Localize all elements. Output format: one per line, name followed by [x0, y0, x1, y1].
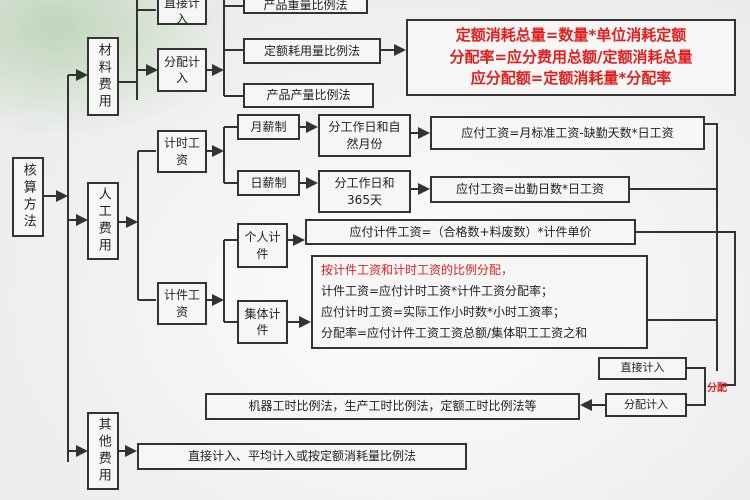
- formula-line: 应付计时工资=实际工作小时数*小时工资率；: [321, 305, 566, 319]
- monthly-basis-node: 分工作日和自然月份: [318, 114, 411, 157]
- labor-allocate-methods: 机器工时比例法，生产工时比例法，定额工时比例法等: [205, 393, 580, 420]
- formula-line: 分配率=应分费用总额/定额消耗总量: [449, 47, 693, 66]
- formula-line: 定额消耗总量=数量*单位消耗定额: [455, 25, 687, 44]
- output-ratio-method: 产品产量比例法: [243, 83, 374, 108]
- formula-line: 计件工资=应付计时工资*计件工资分配率；: [321, 284, 554, 298]
- formula-line: 按计件工资和计时工资的比例分配，: [321, 263, 514, 277]
- materials-cost-node: 材料费用: [87, 37, 119, 116]
- quota-consumption-method: 定额耗用量比例法: [243, 38, 381, 64]
- individual-piece-node: 个人计件: [237, 223, 288, 268]
- monthly-formula-node: 应付工资=月标准工资-缺勤天数*日工资: [430, 116, 705, 150]
- monthly-salary-node: 月薪制: [237, 114, 300, 140]
- materials-direct-node: 直接计入: [157, 0, 207, 26]
- labor-allocate-node: 分配计入: [605, 393, 687, 417]
- labor-direct-node: 直接计入: [598, 357, 687, 380]
- formula-line: 应分配额=定额消耗量*分配率: [470, 69, 672, 88]
- allocate-label: 分配: [707, 383, 727, 394]
- weight-ratio-method: 产品重量比例法: [243, 0, 368, 14]
- piece-wage-node: 计件工资: [157, 282, 207, 325]
- daily-basis-node: 分工作日和365天: [318, 170, 411, 213]
- root-node: 核算方法: [12, 157, 44, 237]
- other-methods-node: 直接计入、平均计入或按定额消耗量比例法: [137, 443, 467, 470]
- collective-piece-node: 集体计件: [237, 300, 288, 344]
- daily-formula-node: 应付工资=出勤日数*日工资: [430, 176, 630, 203]
- materials-allocate-node: 分配计入: [157, 48, 207, 92]
- formula-line: 分配率=应付计件工资工资总额/集体职工工资之和: [321, 326, 588, 340]
- daily-salary-node: 日薪制: [237, 170, 300, 196]
- time-wage-node: 计时工资: [157, 130, 207, 173]
- individual-formula-node: 应付计件工资=（合格数+料废数）*计件单价: [305, 219, 636, 245]
- other-cost-node: 其他费用: [87, 412, 119, 490]
- materials-formula-box: 定额消耗总量=数量*单位消耗定额 分配率=应分费用总额/定额消耗总量 应分配额=…: [406, 19, 736, 96]
- collective-formula-box: 按计件工资和计时工资的比例分配， 计件工资=应付计时工资*计件工资分配率； 应付…: [311, 255, 648, 349]
- labor-cost-node: 人工费用: [87, 182, 119, 260]
